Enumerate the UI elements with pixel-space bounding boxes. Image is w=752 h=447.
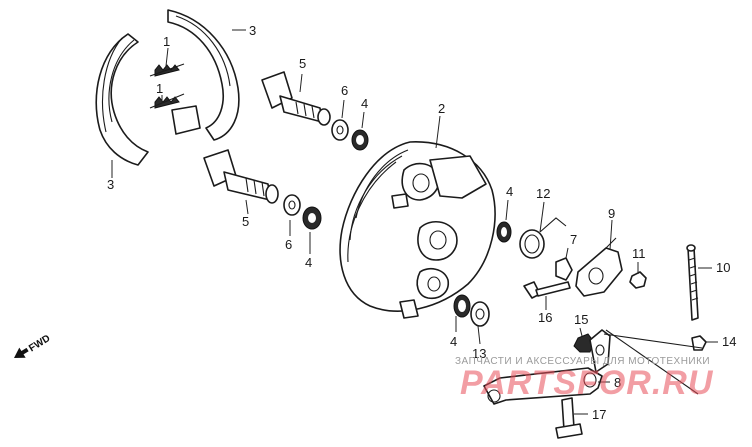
leader-lines: [111, 29, 718, 415]
callout-2: 2: [438, 101, 445, 116]
callout-16: 16: [538, 310, 552, 325]
callout-1-lower: 1: [156, 81, 163, 96]
callout-4-lower: 4: [305, 255, 312, 270]
brake-arm: [575, 237, 623, 297]
return-spring-lower: [149, 93, 185, 109]
callout-4-right: 4: [506, 184, 513, 199]
callout-15: 15: [574, 312, 588, 327]
washer-lower: [283, 194, 301, 216]
nut-11: [629, 271, 647, 289]
callout-3-lower: 3: [107, 177, 114, 192]
brake-cam-upper: [261, 71, 331, 126]
callout-5-upper: 5: [299, 56, 306, 71]
callout-3-upper: 3: [249, 23, 256, 38]
brake-shoes: [95, 9, 240, 166]
callout-4-bottom: 4: [450, 334, 457, 349]
callout-9: 9: [608, 206, 615, 221]
wear-indicator: [555, 257, 573, 281]
direction-indicator: FWD: [14, 333, 52, 358]
watermark-brand: PARTSFOR.RU: [460, 364, 714, 402]
callout-5-lower: 5: [242, 214, 249, 229]
return-spring-upper: [149, 63, 185, 77]
callout-14: 14: [722, 334, 736, 349]
watermark: ЗАПЧАСТИ И АКСЕССУАРЫ ДЛЯ МОТОТЕХНИКИ PA…: [455, 356, 714, 402]
brake-arm-spring: [519, 217, 567, 259]
callout-13: 13: [472, 346, 486, 361]
bolt-10: [686, 244, 699, 321]
callout-6-upper: 6: [341, 83, 348, 98]
callout-10: 10: [716, 260, 730, 275]
brake-cam-lower: [203, 149, 279, 204]
arrow-left-icon: [14, 347, 29, 358]
callout-labels: 1 1 3 3 5 6 4 2 5 6 4 4 12 7 9 11 10 16 …: [107, 23, 736, 422]
brake-stay: [483, 329, 703, 405]
bolt-17: [555, 397, 583, 439]
callout-7: 7: [570, 232, 577, 247]
washer-upper: [331, 119, 349, 141]
brake-panel: [339, 141, 496, 319]
callout-1-upper: 1: [163, 34, 170, 49]
callout-11: 11: [632, 246, 646, 261]
bolt-16: [523, 281, 571, 299]
callout-4-upper: 4: [361, 96, 368, 111]
washer-13: [470, 301, 490, 327]
nut-14: [691, 335, 707, 351]
nut-15: [573, 333, 595, 353]
watermark-caption: ЗАПЧАСТИ И АКСЕССУАРЫ ДЛЯ МОТОТЕХНИКИ: [455, 356, 710, 367]
callout-17: 17: [592, 407, 606, 422]
callout-8: 8: [614, 375, 621, 390]
callout-6-lower: 6: [285, 237, 292, 252]
callout-12: 12: [536, 186, 550, 201]
direction-label: FWD: [27, 333, 52, 354]
